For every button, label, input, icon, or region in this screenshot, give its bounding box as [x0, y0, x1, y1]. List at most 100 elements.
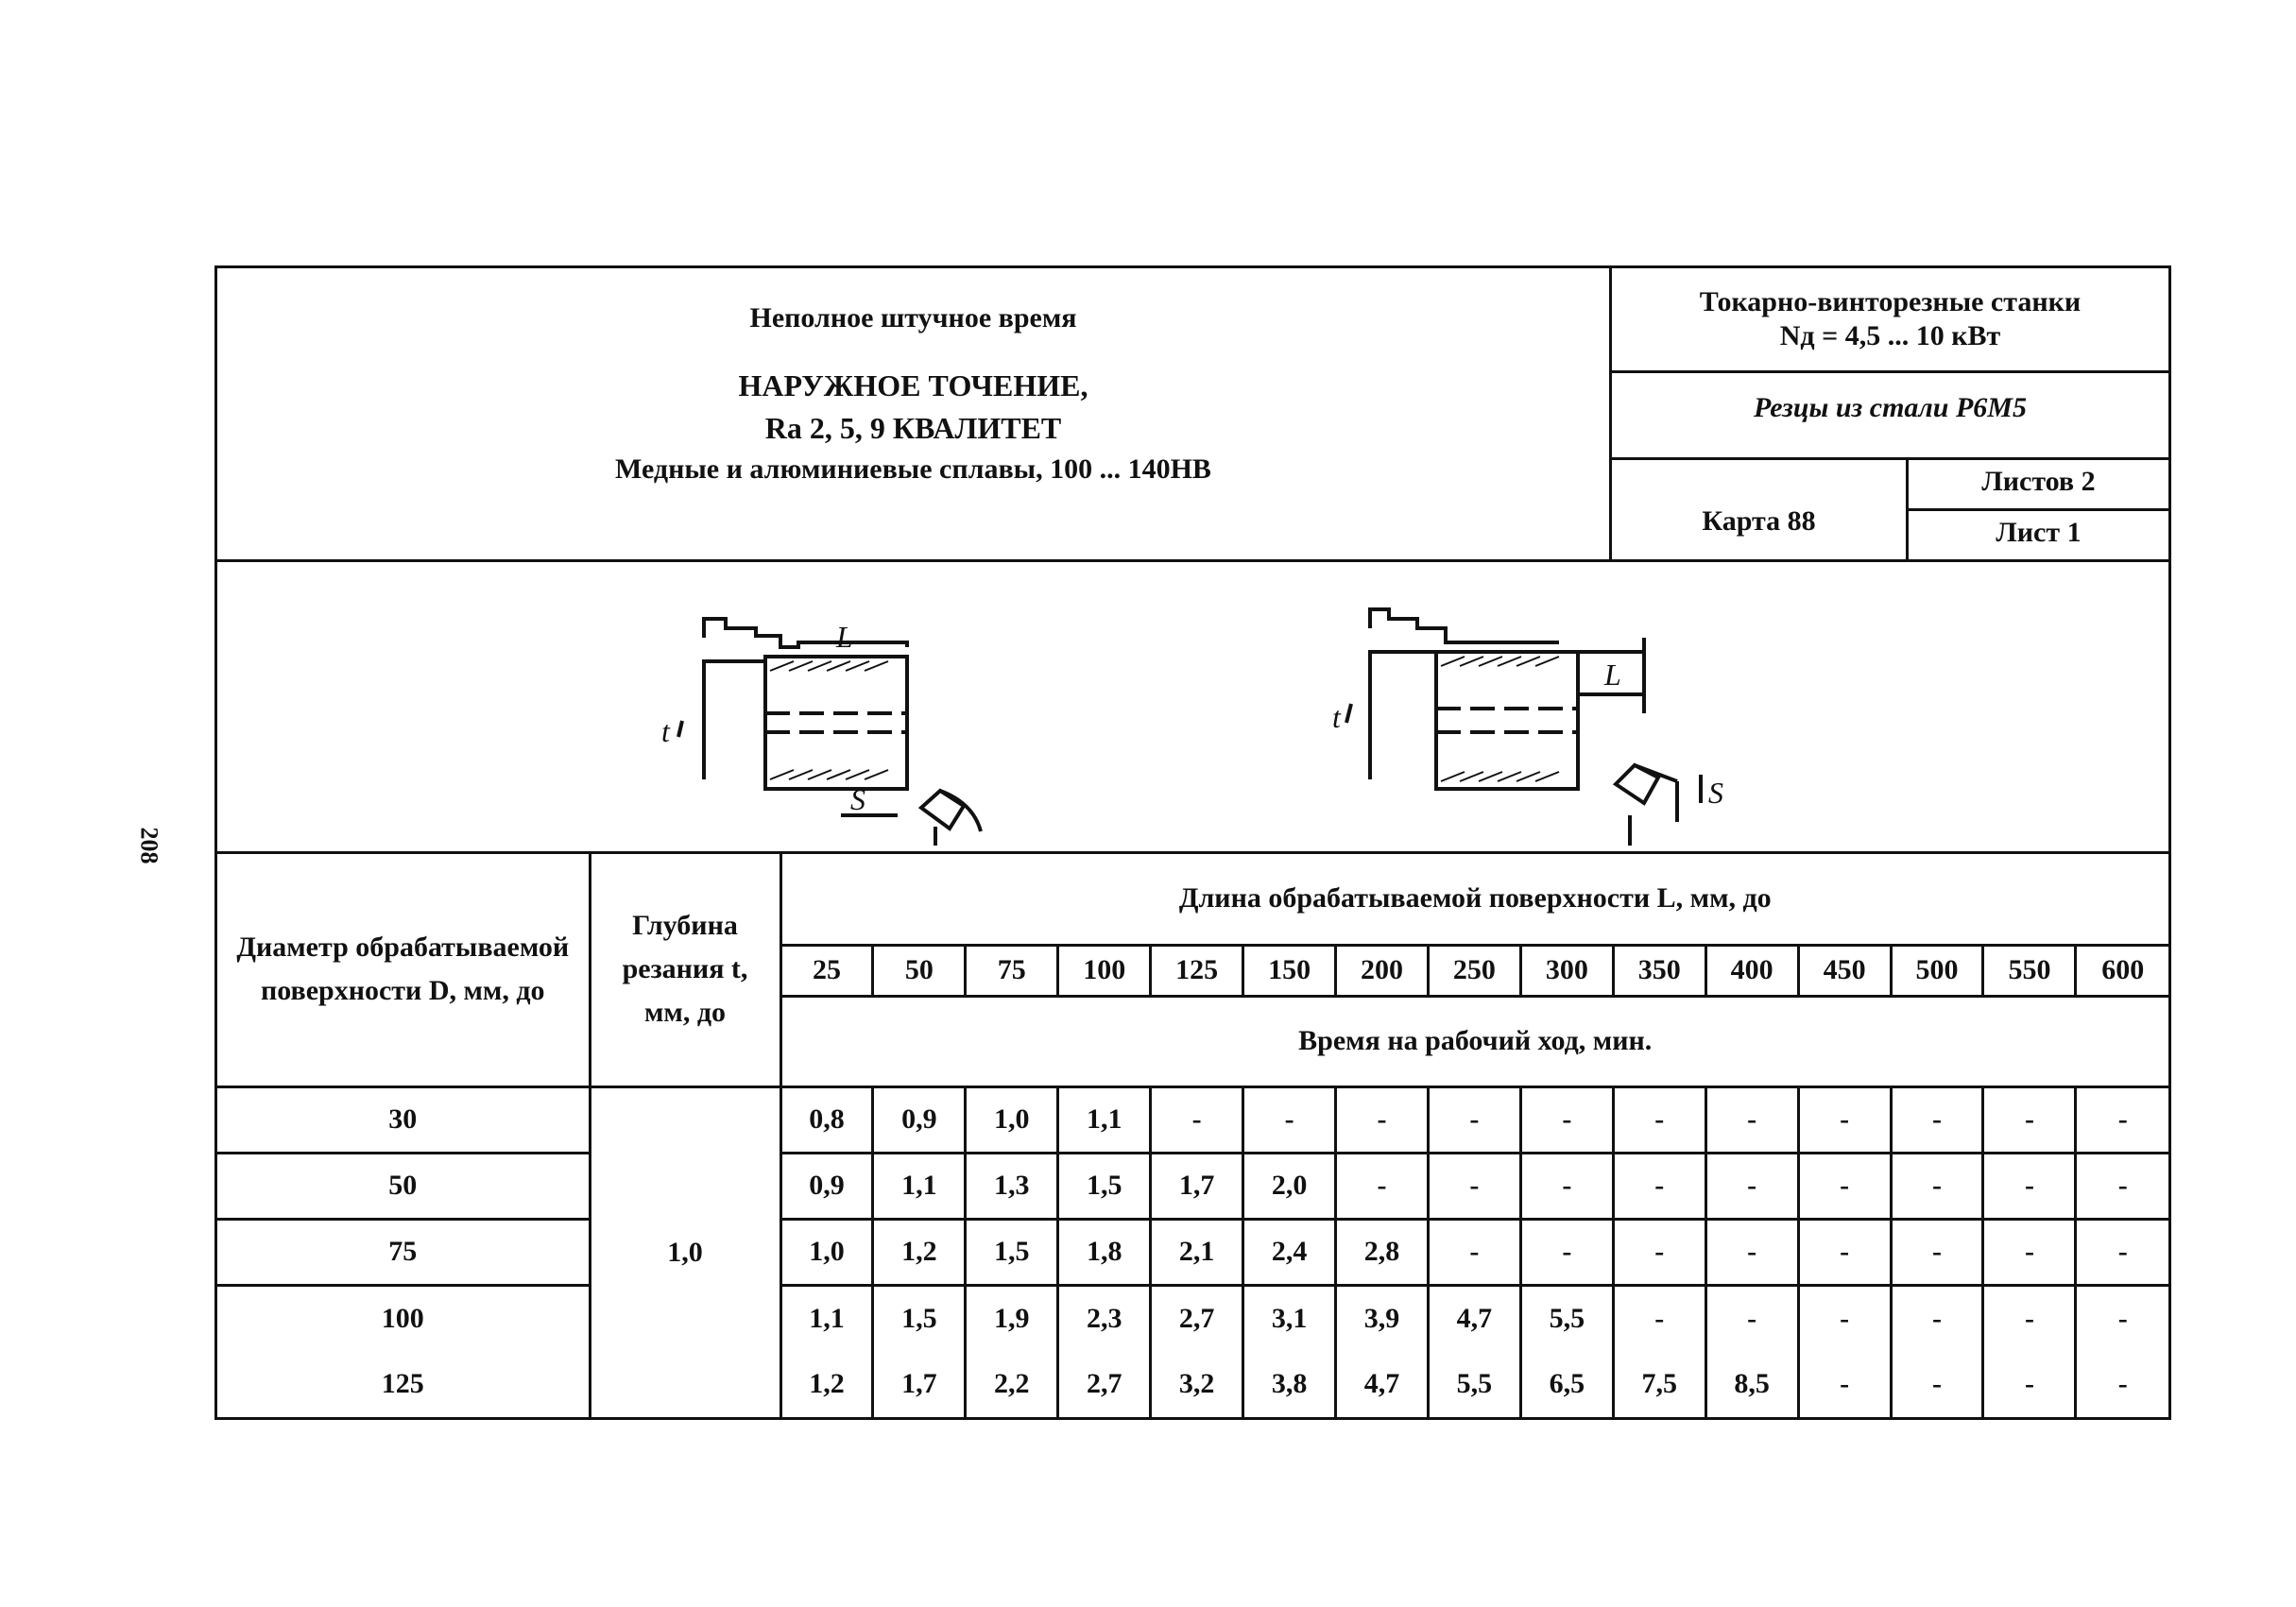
time-cell: 1,2 [871, 1217, 968, 1287]
time-cell: 8,5 [1704, 1351, 1800, 1417]
time-cell: - [1704, 1151, 1800, 1221]
time-cell: 1,1 [779, 1283, 875, 1351]
time-cell: - [1889, 1217, 1985, 1287]
time-cell: - [1796, 1351, 1893, 1417]
time-cell: 3,9 [1334, 1283, 1430, 1351]
time-cell: 1,7 [1149, 1151, 1245, 1221]
title-line-4: Медные и алюминиевые сплавы, 100 ... 140… [615, 453, 1211, 485]
length-col-header: 450 [1796, 943, 1893, 998]
time-cell: 2,4 [1242, 1217, 1338, 1287]
machine-type: Токарно-винторезные станки [1699, 286, 2082, 317]
time-cell: 6,5 [1518, 1351, 1615, 1417]
right-label-s: S [1708, 776, 1723, 810]
time-cell: 1,8 [1056, 1217, 1153, 1287]
sketch-area: L t S L t S [217, 562, 2168, 854]
time-cell: - [1981, 1085, 2078, 1154]
diameter-cell: 75 [217, 1217, 591, 1287]
time-cell: - [1889, 1351, 1985, 1417]
time-cell: 5,5 [1426, 1351, 1522, 1417]
depth-header: Глубина резания t, мм, до [588, 854, 782, 1088]
time-cell: - [1426, 1085, 1522, 1154]
length-col-header: 150 [1242, 943, 1338, 998]
length-header: Длина обрабатываемой поверхности L, мм, … [779, 854, 2168, 947]
length-col-header: 500 [1889, 943, 1985, 998]
left-label-s: S [850, 782, 865, 816]
time-cell: 1,0 [779, 1217, 875, 1287]
time-cell: 1,7 [871, 1351, 968, 1417]
page-number: 208 [135, 827, 163, 864]
time-cell: - [1796, 1151, 1893, 1221]
diameter-cell: 125 [217, 1351, 591, 1417]
time-cell: 7,5 [1611, 1351, 1707, 1417]
time-cell: - [1426, 1217, 1522, 1287]
sheets-total: Листов 2 [1909, 460, 2168, 511]
header-row-3: Время на рабочий ход, мин. [217, 994, 2168, 1088]
title-line-3: Ra 2, 5, 9 КВАЛИТЕТ [764, 411, 1062, 445]
time-cell: 2,8 [1334, 1217, 1430, 1287]
time-cell: 3,8 [1242, 1351, 1338, 1417]
length-col-header: 400 [1704, 943, 1800, 998]
machine-cell: Токарно-винторезные станки Nд = 4,5 ... … [1612, 268, 2168, 373]
right-label-t: t [1332, 700, 1342, 734]
time-cell: 3,1 [1242, 1283, 1338, 1351]
time-cell: - [1981, 1151, 2078, 1221]
length-col-header: 300 [1518, 943, 1615, 998]
depth-cell: 1,0 [588, 1085, 782, 1417]
time-cell: 1,2 [779, 1351, 875, 1417]
time-cell: - [1981, 1217, 2078, 1287]
time-cell: 1,5 [871, 1283, 968, 1351]
time-cell: - [1889, 1283, 1985, 1351]
card-number: Карта 88 [1612, 460, 1909, 559]
time-cell: - [1611, 1151, 1707, 1221]
time-cell: 1,1 [1056, 1085, 1153, 1154]
diameter-cell: 30 [217, 1085, 591, 1154]
length-col-header: 350 [1611, 943, 1707, 998]
left-label-t: t [661, 714, 671, 748]
time-cell: 1,5 [964, 1217, 1060, 1287]
card-frame: Неполное штучное время НАРУЖНОЕ ТОЧЕНИЕ,… [214, 265, 2171, 1420]
right-label-l: L [1603, 658, 1621, 692]
time-cell: - [2074, 1283, 2168, 1351]
time-cell: 1,5 [1056, 1151, 1153, 1221]
time-cell: - [1334, 1151, 1430, 1221]
time-cell: - [1889, 1151, 1985, 1221]
time-cell: 5,5 [1518, 1283, 1615, 1351]
time-cell: 2,0 [1242, 1151, 1338, 1221]
time-cell: 2,7 [1149, 1283, 1245, 1351]
length-col-header: 125 [1149, 943, 1245, 998]
time-cell: 3,2 [1149, 1351, 1245, 1417]
time-table: Диаметр обрабатываемой поверхности D, мм… [217, 854, 2168, 1417]
left-turning-diagram [677, 617, 983, 846]
length-col-header: 50 [871, 943, 968, 998]
time-cell: - [1704, 1217, 1800, 1287]
title-line-1: Неполное штучное время [749, 302, 1077, 333]
time-cell: - [1518, 1151, 1615, 1221]
time-cell: 4,7 [1426, 1283, 1522, 1351]
header-row-1: Диаметр обрабатываемой поверхности D, мм… [217, 854, 2168, 1088]
length-col-header: 600 [2074, 943, 2168, 998]
time-cell: 1,9 [964, 1283, 1060, 1351]
time-cell: 0,8 [779, 1085, 875, 1154]
time-cell: - [1796, 1217, 1893, 1287]
time-cell: - [1242, 1085, 1338, 1154]
time-cell: - [1518, 1217, 1615, 1287]
time-cell: - [2074, 1217, 2168, 1287]
time-header: Время на рабочий ход, мин. [779, 994, 2168, 1088]
time-cell: - [1796, 1283, 1893, 1351]
time-cell: - [1796, 1085, 1893, 1154]
machine-power: Nд = 4,5 ... 10 кВт [1779, 320, 2001, 351]
time-cell: 2,3 [1056, 1283, 1153, 1351]
time-cell: - [1611, 1283, 1707, 1351]
diameter-header: Диаметр обрабатываемой поверхности D, мм… [217, 854, 591, 1088]
turning-sketch: L t S L t S [661, 607, 1723, 846]
length-col-header: 200 [1334, 943, 1430, 998]
time-cell: - [1611, 1085, 1707, 1154]
time-cell: 1,3 [964, 1151, 1060, 1221]
time-cell: - [2074, 1151, 2168, 1221]
left-label-l: L [835, 620, 853, 654]
time-cell: - [1426, 1151, 1522, 1221]
card-header: Неполное штучное время НАРУЖНОЕ ТОЧЕНИЕ,… [217, 268, 2168, 562]
